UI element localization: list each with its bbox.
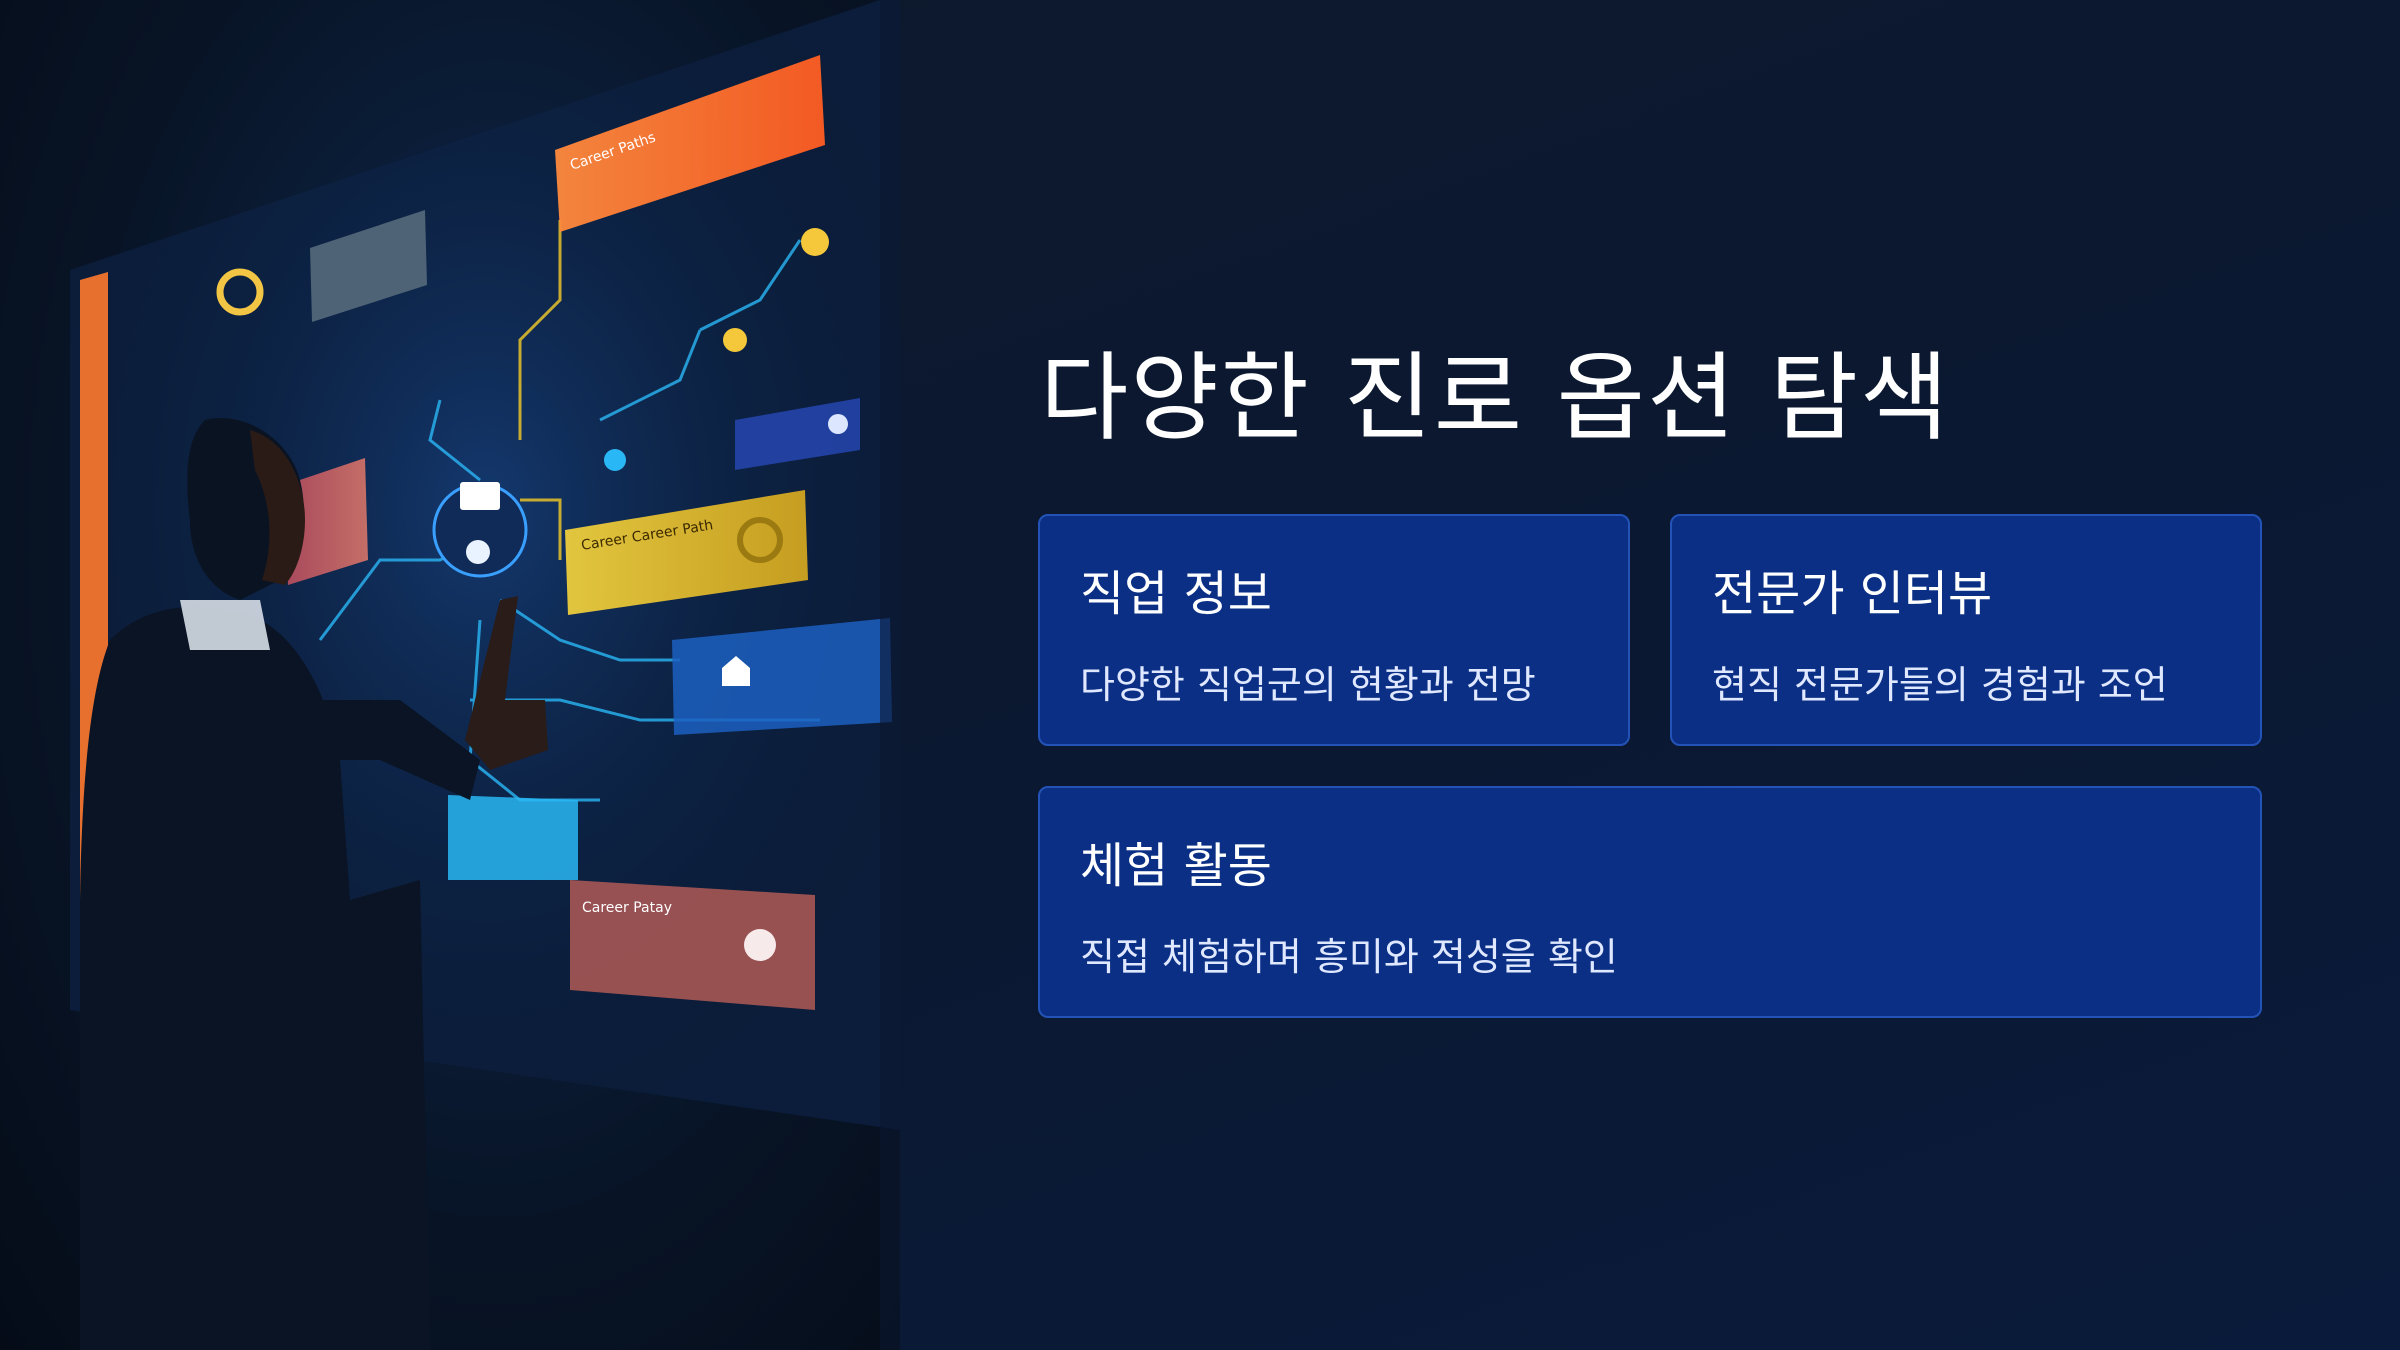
connector-lines bbox=[518, 220, 562, 560]
mail-icon bbox=[460, 482, 500, 510]
navy-card bbox=[735, 398, 860, 470]
svg-text:Career Patay: Career Patay bbox=[582, 900, 672, 916]
career-map-graphic: Career Paths Career Career Path bbox=[70, 0, 900, 1350]
card-title: 직업 정보 bbox=[1080, 566, 1272, 622]
card-description: 현직 전문가들의 경험과 조언 bbox=[1712, 663, 2168, 707]
page-title: 다양한 진로 옵션 탐색 bbox=[1040, 342, 1951, 454]
logo-icon bbox=[216, 268, 264, 316]
card-description: 다양한 직업군의 현황과 전망 bbox=[1080, 663, 1536, 707]
home-icon bbox=[722, 656, 750, 686]
person-silhouette bbox=[80, 418, 548, 1350]
group-icon bbox=[744, 929, 776, 961]
grey-card bbox=[310, 210, 427, 322]
card-expert-interview: 전문가 인터뷰 현직 전문가들의 경험과 조언 bbox=[1670, 514, 2262, 746]
card-description: 직접 체험하며 흥미와 적성을 확인 bbox=[1080, 935, 1618, 979]
gear-icon bbox=[737, 517, 783, 563]
panel-career-paths: Career Paths bbox=[555, 55, 825, 232]
people-icon bbox=[466, 540, 490, 564]
red-card bbox=[285, 458, 368, 585]
cyan-card bbox=[448, 795, 578, 880]
panel-career-patay: Career Patay bbox=[570, 880, 815, 1010]
card-title: 전문가 인터뷰 bbox=[1712, 566, 1993, 622]
career-map-illustration: Career Paths Career Career Path bbox=[0, 0, 900, 1350]
panel-home bbox=[672, 618, 892, 735]
card-job-info: 직업 정보 다양한 직업군의 현황과 전망 bbox=[1038, 514, 1630, 746]
card-title: 체험 활동 bbox=[1080, 838, 1272, 894]
content-area: 다양한 진로 옵션 탐색 직업 정보 다양한 직업군의 현황과 전망 전문가 인… bbox=[900, 0, 2400, 1350]
card-hands-on-activity: 체험 활동 직접 체험하며 흥미와 적성을 확인 bbox=[1038, 786, 2262, 1018]
person-icon bbox=[828, 414, 848, 434]
